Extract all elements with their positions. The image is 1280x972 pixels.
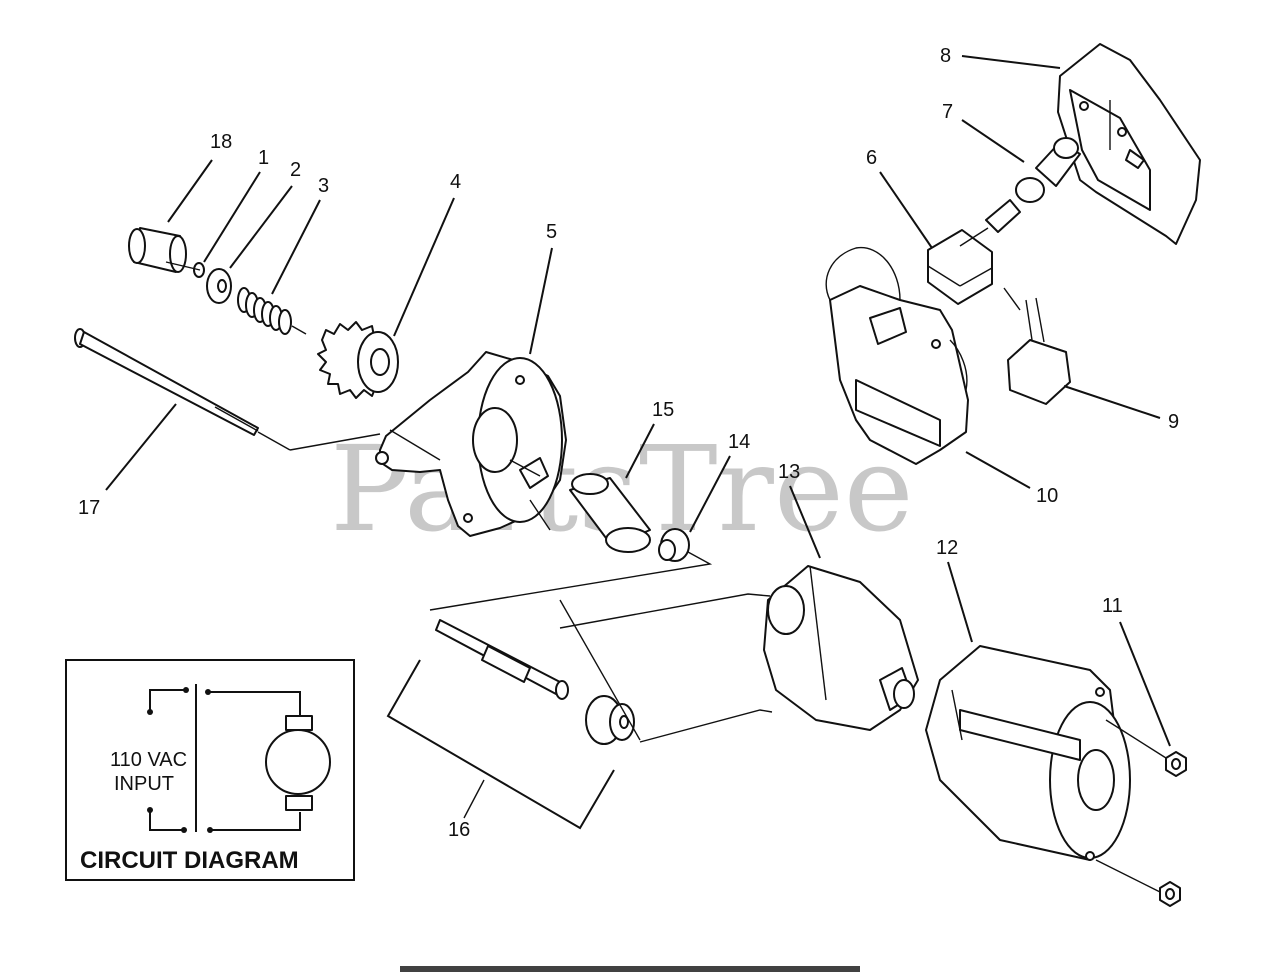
svg-text:7: 7: [942, 101, 953, 123]
callout-8: 8: [940, 45, 1061, 69]
svg-text:10: 10: [1036, 485, 1058, 507]
part-17-bolt: [74, 328, 381, 451]
svg-text:17: 17: [78, 497, 100, 519]
svg-text:3: 3: [318, 175, 329, 197]
callout-13: 13: [778, 461, 821, 559]
part-14-bearing: [658, 528, 690, 562]
callout-11: 11: [1102, 595, 1171, 747]
svg-text:9: 9: [1168, 411, 1179, 433]
part-7-boot: [1015, 137, 1081, 203]
part-16-gear: [585, 695, 635, 745]
callout-1: 1: [203, 147, 269, 263]
motor-symbol: [265, 729, 331, 795]
svg-text:15: 15: [652, 399, 674, 421]
svg-text:13: 13: [778, 461, 800, 483]
part-9-plug: [1003, 287, 1071, 405]
part-4-gear: [317, 321, 399, 399]
callout-7: 7: [942, 101, 1025, 163]
callout-18: 18: [167, 131, 232, 223]
part-16-bracket: [386, 659, 615, 830]
circuit-input-line1: 110 VAC: [110, 749, 187, 771]
bottom-cutoff-marks: [400, 966, 860, 972]
svg-text:6: 6: [866, 147, 877, 169]
svg-text:8: 8: [940, 45, 951, 67]
circuit-diagram-title: CIRCUIT DIAGRAM: [80, 847, 299, 874]
part-8-cover: [1057, 43, 1201, 245]
circuit-input-line2: INPUT: [114, 773, 174, 795]
callout-4: 4: [393, 171, 461, 337]
part-2-washer: [206, 268, 232, 304]
part-11-nut-lower: [1159, 881, 1181, 907]
svg-text:12: 12: [936, 537, 958, 559]
callout-12: 12: [936, 537, 973, 643]
callout-6: 6: [866, 147, 933, 249]
part-5-housing: [375, 351, 567, 537]
part-10-switch-box: [825, 246, 969, 465]
part-18-bushing: [128, 227, 187, 273]
callout-14: 14: [689, 431, 750, 533]
callout-2: 2: [229, 159, 301, 269]
callout-16: 16: [448, 819, 470, 841]
svg-text:16: 16: [448, 819, 470, 841]
svg-text:14: 14: [728, 431, 750, 453]
part-3-spring: [237, 287, 292, 335]
part-6-switch: [927, 199, 1021, 305]
callout-9: 9: [1063, 385, 1179, 433]
callout-5: 5: [529, 221, 557, 355]
svg-text:5: 5: [546, 221, 557, 243]
part-12-motor: [925, 645, 1131, 861]
part-15-sleeve: [569, 473, 651, 553]
callout-10: 10: [965, 451, 1058, 507]
svg-text:18: 18: [210, 131, 232, 153]
part-16-shaft: [435, 619, 569, 700]
part-11-nut-upper: [1165, 751, 1187, 777]
callout-3: 3: [271, 175, 329, 295]
svg-text:11: 11: [1102, 595, 1123, 617]
svg-text:2: 2: [290, 159, 301, 181]
callout-17: 17: [78, 403, 177, 519]
circuit-diagram: 110 VAC INPUT CIRCUIT DIAGRAM: [65, 659, 355, 881]
svg-text:4: 4: [450, 171, 461, 193]
svg-text:1: 1: [258, 147, 269, 169]
part-13-gearbox: [763, 565, 919, 731]
callout-15: 15: [625, 399, 674, 479]
